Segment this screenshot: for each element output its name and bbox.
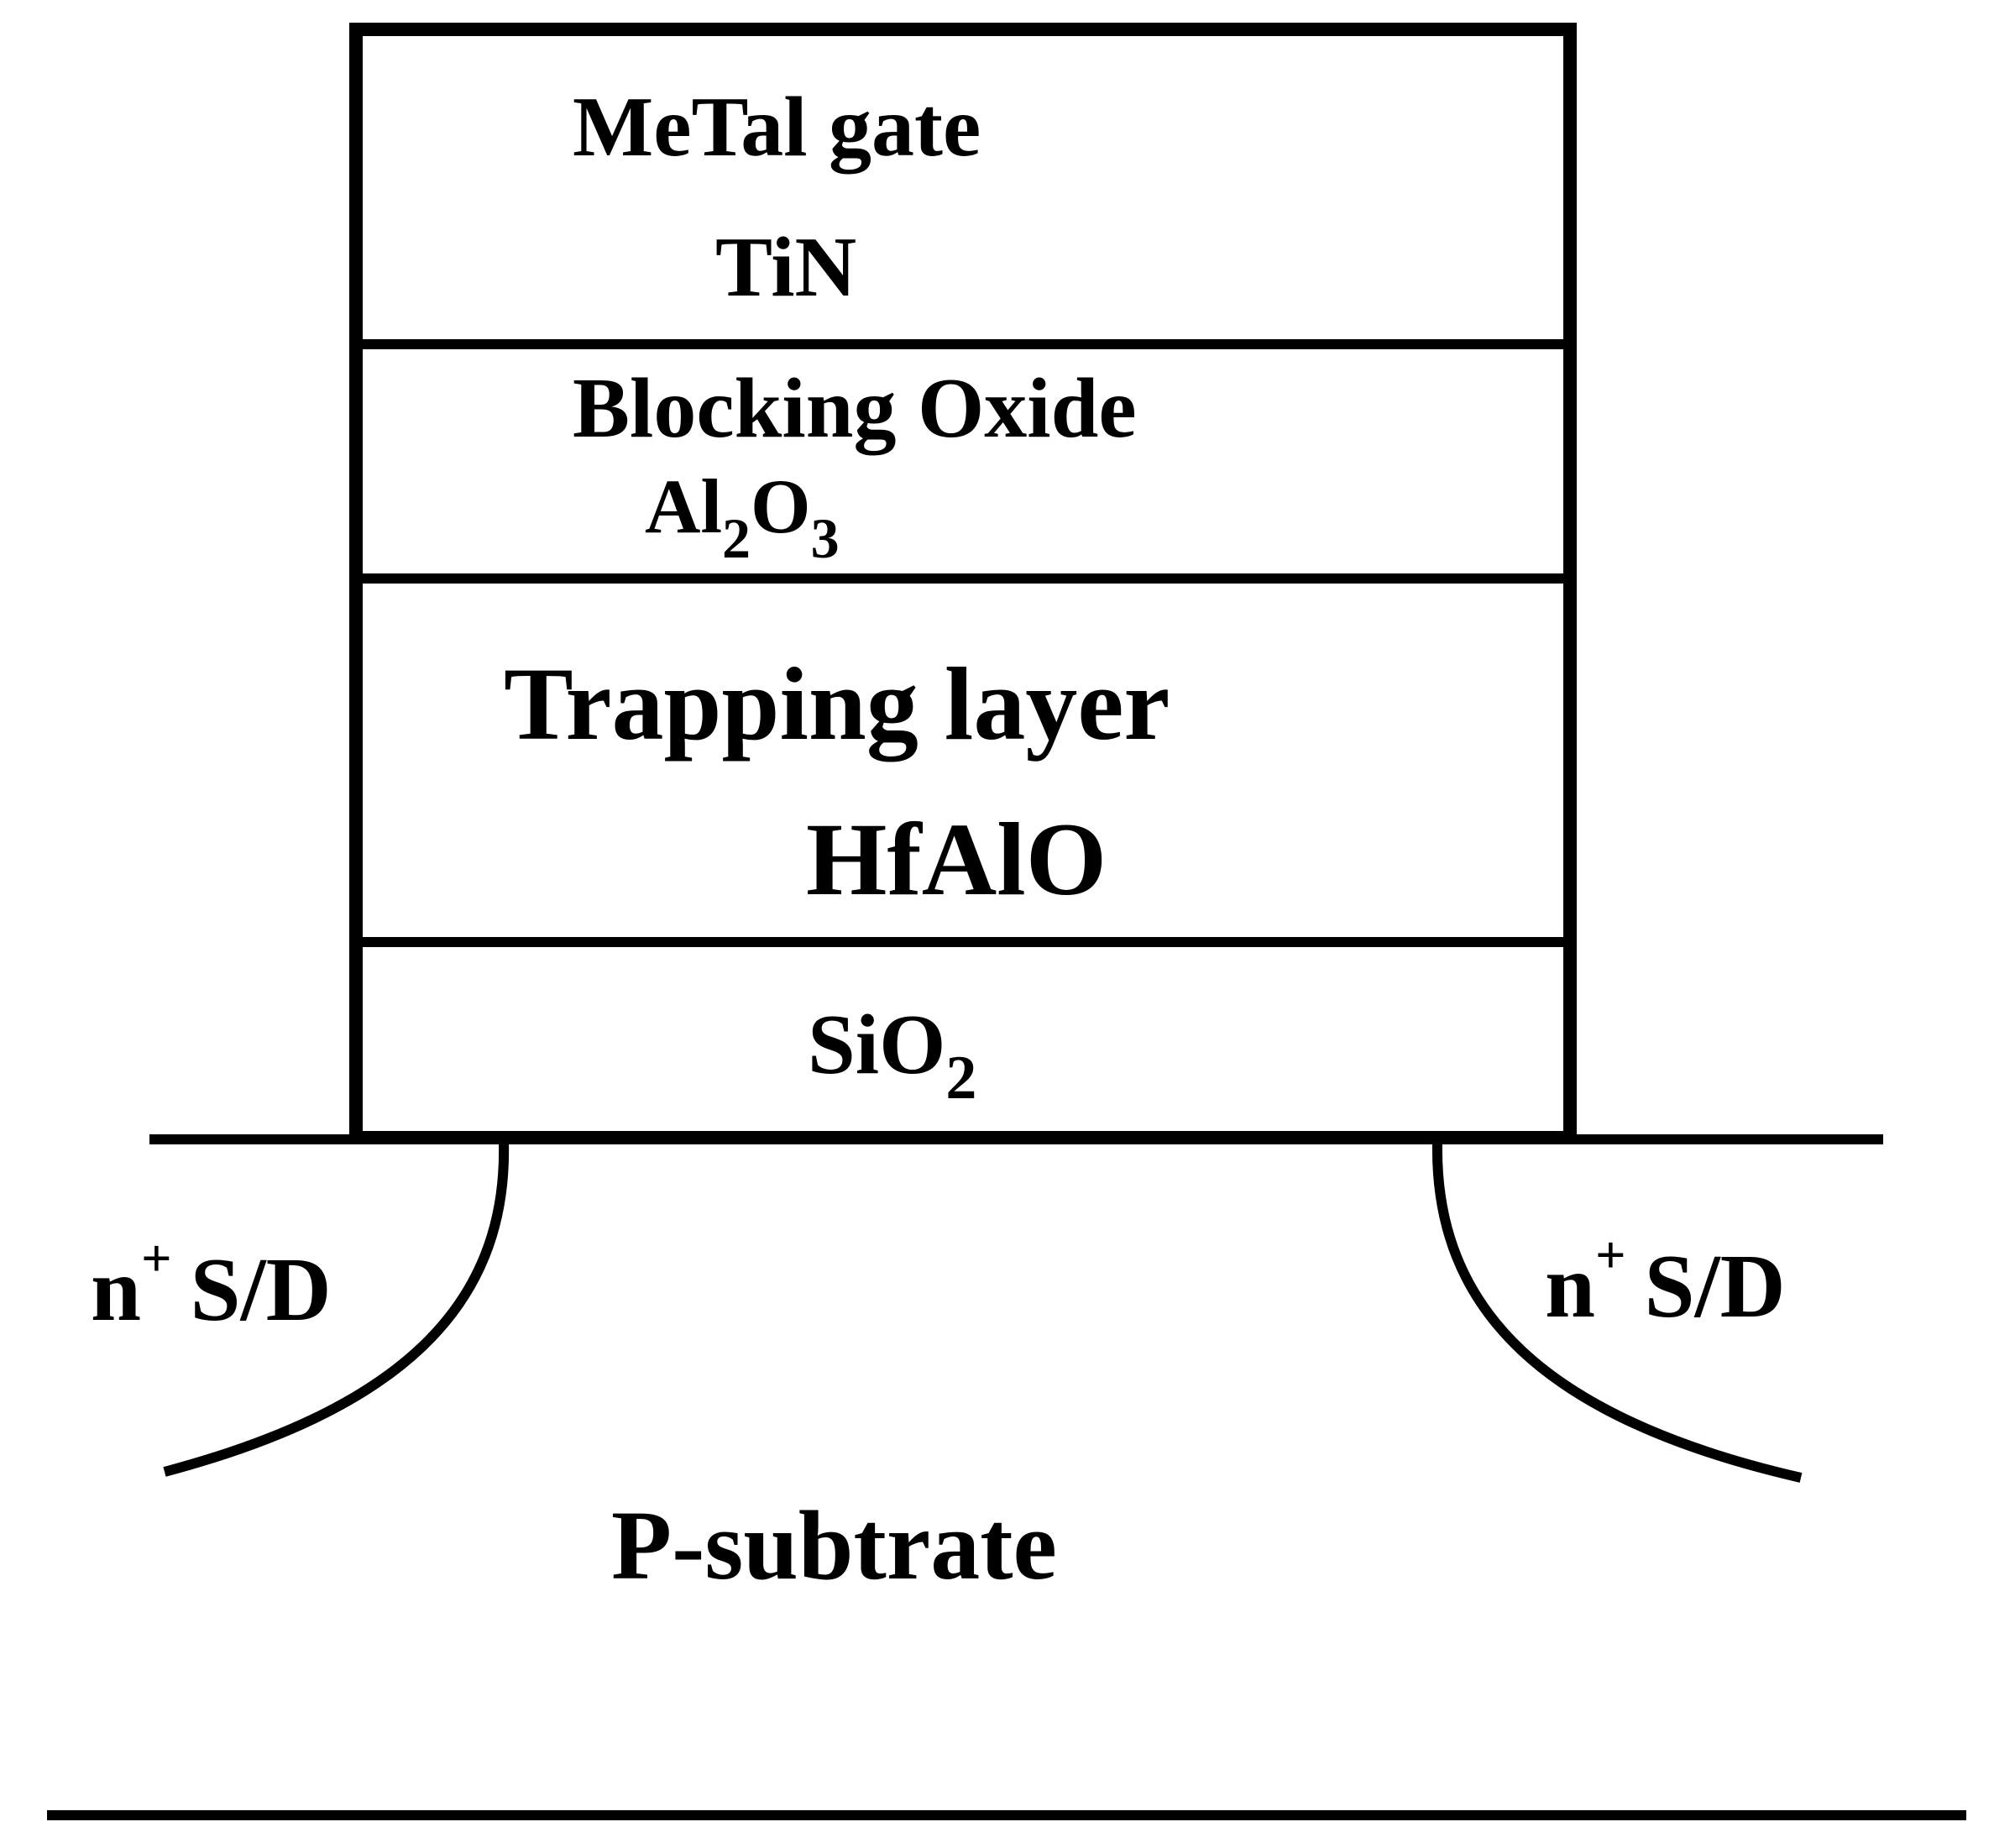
drain-label-plus: + — [1595, 1225, 1625, 1285]
source-label: n+ S/D — [91, 1228, 332, 1340]
source-label-sd: S/D — [191, 1240, 332, 1340]
source-label-n: n — [91, 1240, 141, 1340]
substrate-label: P-subtrate — [611, 1490, 1057, 1600]
blocking-oxide-al: Al — [645, 463, 722, 549]
source-junction-curve — [163, 1141, 510, 1477]
drain-junction-curve — [1431, 1141, 1803, 1483]
drain-label: n+ S/D — [1545, 1225, 1786, 1337]
blocking-oxide-name: Blocking Oxide — [573, 361, 1137, 456]
blocking-oxide-sub-2: 2 — [722, 506, 751, 570]
blocking-oxide-material: Al2O3 — [645, 463, 840, 570]
blocking-oxide-o: O — [751, 463, 811, 549]
tunnel-oxide-sub-2: 2 — [945, 1044, 976, 1112]
gate-layer-name: MeTal gate — [573, 80, 981, 175]
trapping-layer-material: HfAlO — [806, 802, 1107, 917]
trapping-layer-name: Trapping layer — [504, 647, 1170, 762]
gate-layer-material: TiN — [715, 220, 856, 315]
tunnel-oxide-sio: SiO — [808, 997, 945, 1092]
tunnel-oxide-material: SiO2 — [808, 997, 976, 1112]
blocking-oxide-sub-3: 3 — [811, 506, 840, 570]
drain-label-n: n — [1545, 1237, 1595, 1337]
source-label-plus: + — [141, 1228, 171, 1288]
drain-label-sd: S/D — [1645, 1237, 1786, 1337]
